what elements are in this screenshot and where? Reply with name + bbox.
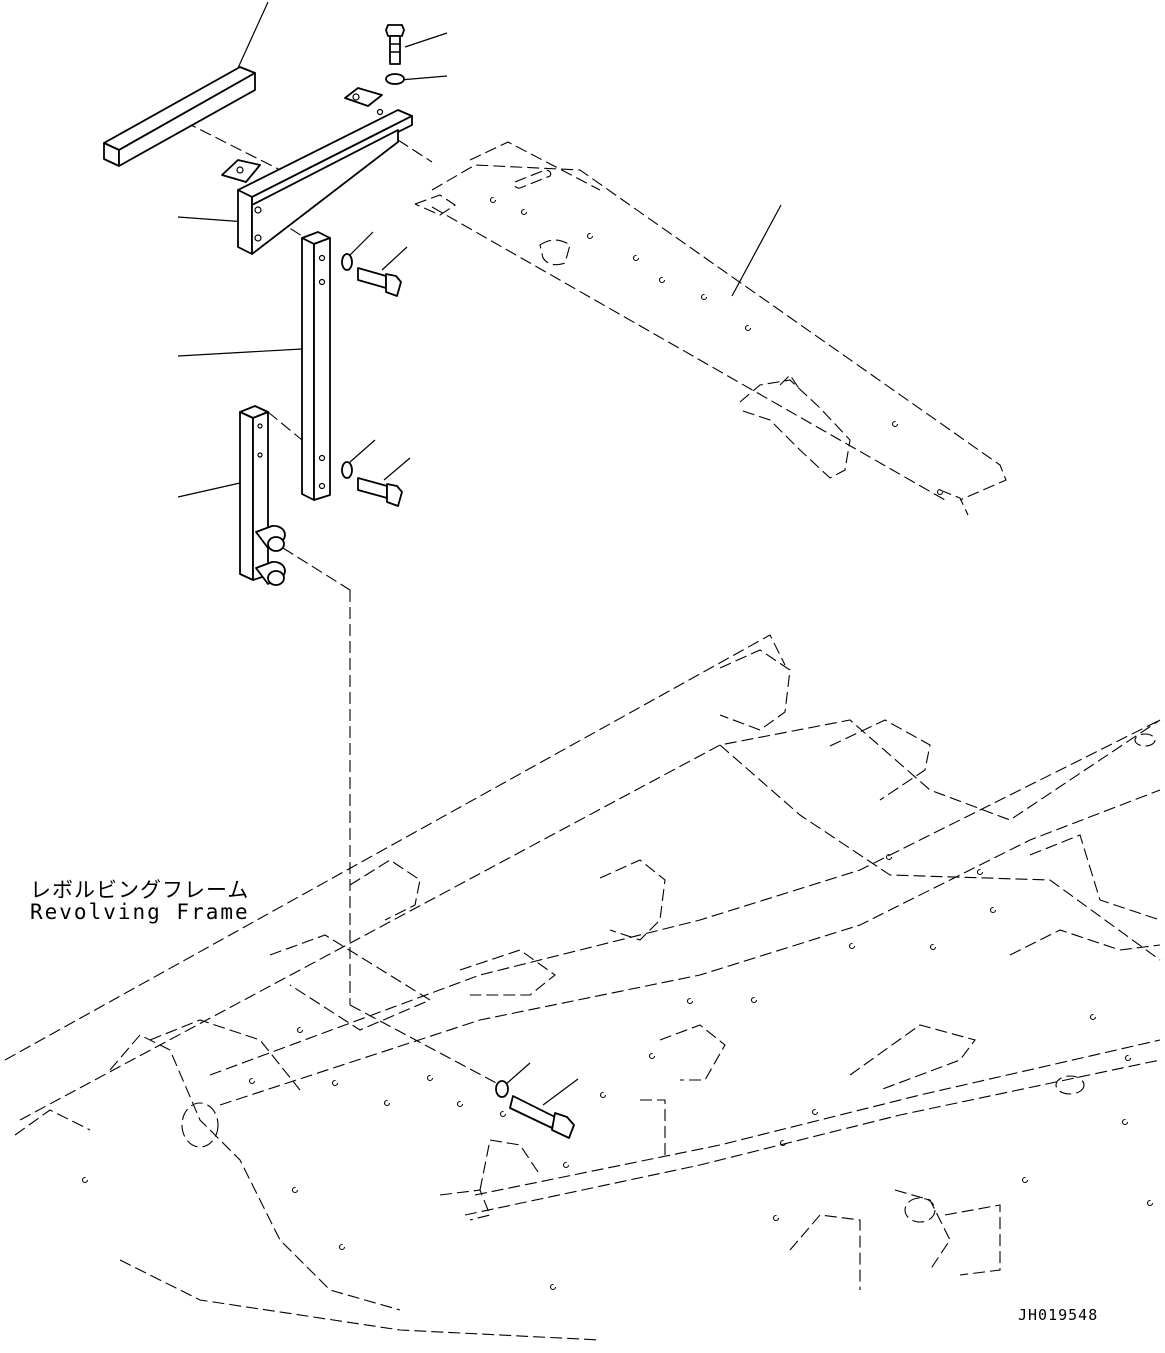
- mid-bolt-lower: [341, 461, 403, 507]
- short-stay: [239, 405, 286, 586]
- bottom-bolt: [495, 1080, 575, 1139]
- drawing-code: JH019548: [1018, 1306, 1099, 1324]
- long-stay: [301, 231, 331, 501]
- top-bolt: [385, 24, 405, 65]
- mounting-bracket: [221, 87, 413, 255]
- side-frame-member: [414, 141, 1007, 516]
- revolving-frame-label-en: Revolving Frame: [30, 900, 250, 924]
- leader-lines: [177, 1, 782, 1106]
- alignment-lines: [184, 121, 501, 1086]
- revolving-frame-label-jp: レボルビングフレーム: [30, 878, 250, 902]
- spacer-bar: [103, 66, 256, 167]
- top-washer: [385, 73, 405, 85]
- mid-bolt-upper: [341, 253, 402, 297]
- revolving-frame: [4, 634, 1161, 1341]
